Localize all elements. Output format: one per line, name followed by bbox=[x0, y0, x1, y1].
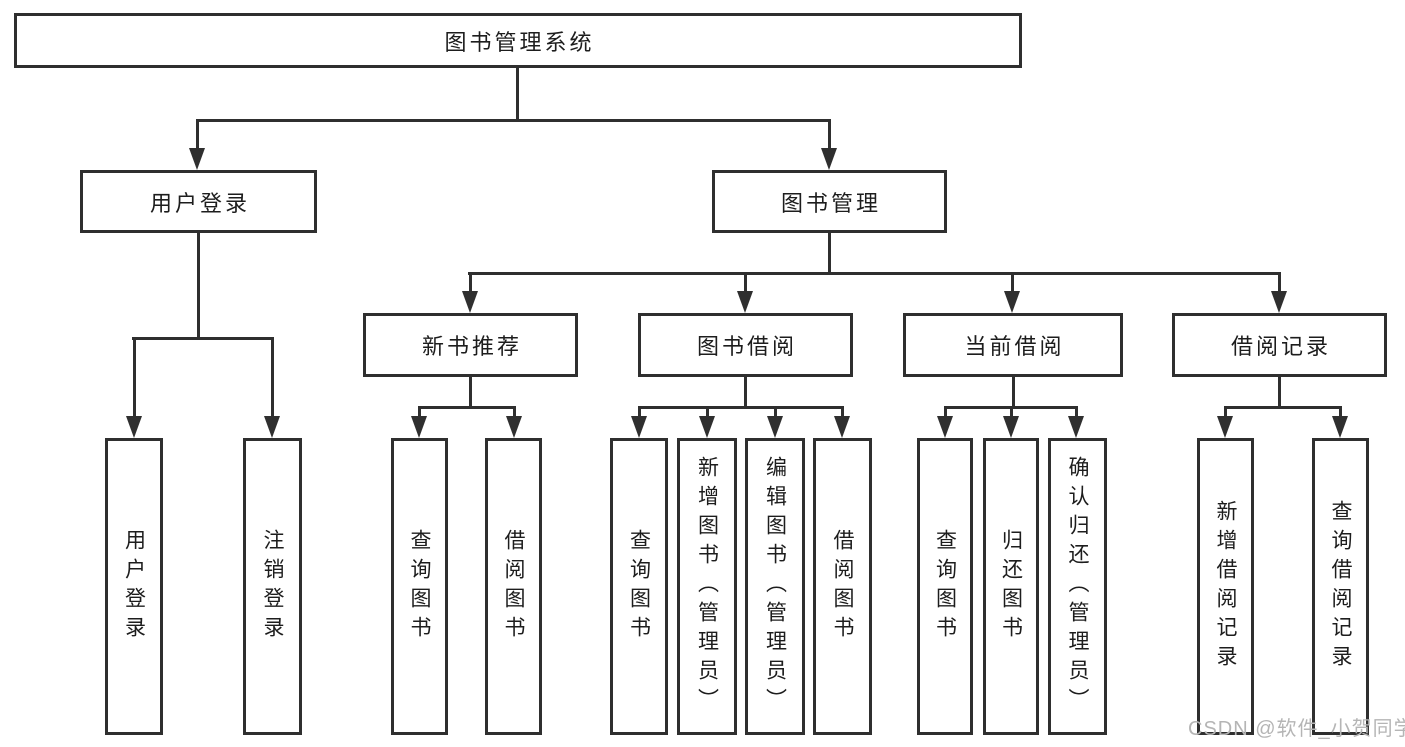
edge-current-borrow-stem bbox=[1012, 377, 1015, 408]
edge-level2-drop bbox=[1011, 272, 1014, 297]
edge-leaf-drop bbox=[271, 337, 274, 420]
edge-book-management-stem bbox=[828, 233, 831, 274]
edge-leaf-drop bbox=[944, 406, 947, 420]
edge-user-login-drop bbox=[196, 119, 199, 153]
node-label: 当前借阅 bbox=[964, 334, 1065, 359]
edge-new-book-stem bbox=[469, 377, 472, 408]
leaf-br-add-record: 新增借阅记录 bbox=[1197, 438, 1254, 735]
node-label: 图书借阅 bbox=[696, 334, 797, 359]
edge-leaf-drop bbox=[1339, 406, 1342, 420]
arrow-down-icon bbox=[821, 148, 837, 170]
node-label: 图书管理系统 bbox=[444, 29, 595, 55]
leaf-cb-return-books: 归还图书 bbox=[983, 438, 1039, 735]
leaf-bb-query-books: 查询图书 bbox=[610, 438, 668, 735]
arrow-down-icon bbox=[189, 148, 205, 170]
arrow-down-icon bbox=[1004, 291, 1020, 313]
arrow-down-icon bbox=[1068, 416, 1084, 438]
arrow-down-icon bbox=[631, 416, 647, 438]
edge-root-stem bbox=[516, 68, 519, 121]
leaf-label: 归还图书 bbox=[999, 528, 1023, 645]
edge-borrow-records-stem bbox=[1278, 377, 1281, 408]
edge-leaf-drop bbox=[774, 406, 777, 420]
leaf-label: 查询借阅记录 bbox=[1329, 499, 1352, 674]
edge-leaf-drop bbox=[1224, 406, 1227, 420]
edge-level2-drop bbox=[1278, 272, 1281, 297]
node-new-book-recommend: 新书推荐 bbox=[363, 313, 578, 377]
leaf-label: 新增借阅记录 bbox=[1214, 499, 1237, 674]
edge-leaf-drop bbox=[133, 337, 136, 420]
arrow-down-icon bbox=[937, 416, 953, 438]
arrow-down-icon bbox=[737, 291, 753, 313]
arrow-down-icon bbox=[699, 416, 715, 438]
edge-borrow-records-bus bbox=[1224, 406, 1342, 409]
leaf-cb-confirm-return-admin: 确认归还（管理员） bbox=[1048, 438, 1107, 735]
node-label: 图书管理 bbox=[780, 190, 881, 216]
leaf-label: 确认归还（管理员） bbox=[1066, 456, 1089, 717]
leaf-nb-query-books: 查询图书 bbox=[391, 438, 448, 735]
edge-book-borrow-stem bbox=[744, 377, 747, 408]
node-book-management: 图书管理 bbox=[712, 170, 947, 233]
leaf-label: 注销登录 bbox=[261, 528, 284, 645]
leaf-label: 借阅图书 bbox=[831, 528, 854, 645]
edge-new-book-bus bbox=[418, 406, 516, 409]
edge-level1-bus bbox=[196, 119, 831, 122]
edge-book-management-drop bbox=[828, 119, 831, 153]
leaf-bb-borrow-books: 借阅图书 bbox=[813, 438, 872, 735]
leaf-label: 查询图书 bbox=[408, 528, 431, 645]
watermark: CSDN @软件_小贺同学 bbox=[1188, 718, 1405, 740]
arrow-down-icon bbox=[411, 416, 427, 438]
edge-level2-bus bbox=[468, 272, 1281, 275]
node-root: 图书管理系统 bbox=[14, 13, 1022, 68]
leaf-label: 用户登录 bbox=[122, 528, 146, 645]
arrow-down-icon bbox=[767, 416, 783, 438]
arrow-down-icon bbox=[1003, 416, 1019, 438]
node-current-borrow: 当前借阅 bbox=[903, 313, 1123, 377]
leaf-label: 查询图书 bbox=[933, 528, 957, 645]
leaf-label: 借阅图书 bbox=[502, 528, 525, 645]
arrow-down-icon bbox=[126, 416, 142, 438]
node-book-borrow: 图书借阅 bbox=[638, 313, 853, 377]
leaf-bb-edit-books-admin: 编辑图书（管理员） bbox=[745, 438, 805, 735]
node-label: 借阅记录 bbox=[1230, 334, 1331, 359]
edge-book-borrow-bus bbox=[638, 406, 844, 409]
edge-level2-drop bbox=[744, 272, 747, 297]
arrow-down-icon bbox=[1332, 416, 1348, 438]
edge-leaf-drop bbox=[1075, 406, 1078, 420]
edge-leaf-drop bbox=[706, 406, 709, 420]
leaf-br-query-record: 查询借阅记录 bbox=[1312, 438, 1369, 735]
edge-leaf-drop bbox=[513, 406, 516, 420]
arrow-down-icon bbox=[834, 416, 850, 438]
leaf-logout: 注销登录 bbox=[243, 438, 302, 735]
arrow-down-icon bbox=[264, 416, 280, 438]
edge-user-login-stem bbox=[197, 233, 200, 339]
arrow-down-icon bbox=[506, 416, 522, 438]
edge-leaf-drop bbox=[418, 406, 421, 420]
edge-user-login-bus bbox=[132, 337, 273, 340]
leaf-label: 查询图书 bbox=[627, 528, 651, 645]
arrow-down-icon bbox=[1271, 291, 1287, 313]
leaf-bb-add-books-admin: 新增图书（管理员） bbox=[677, 438, 737, 735]
edge-leaf-drop bbox=[638, 406, 641, 420]
leaf-cb-query-books: 查询图书 bbox=[917, 438, 973, 735]
node-user-login: 用户登录 bbox=[80, 170, 317, 233]
edge-level2-drop bbox=[469, 272, 472, 297]
leaf-label: 编辑图书（管理员） bbox=[763, 456, 787, 717]
leaf-nb-borrow-books: 借阅图书 bbox=[485, 438, 542, 735]
node-label: 新书推荐 bbox=[421, 334, 522, 359]
edge-leaf-drop bbox=[1010, 406, 1013, 420]
edge-leaf-drop bbox=[841, 406, 844, 420]
node-borrow-records: 借阅记录 bbox=[1172, 313, 1387, 377]
leaf-label: 新增图书（管理员） bbox=[695, 456, 719, 717]
arrow-down-icon bbox=[462, 291, 478, 313]
leaf-user-login: 用户登录 bbox=[105, 438, 163, 735]
node-label: 用户登录 bbox=[149, 190, 250, 216]
arrow-down-icon bbox=[1217, 416, 1233, 438]
